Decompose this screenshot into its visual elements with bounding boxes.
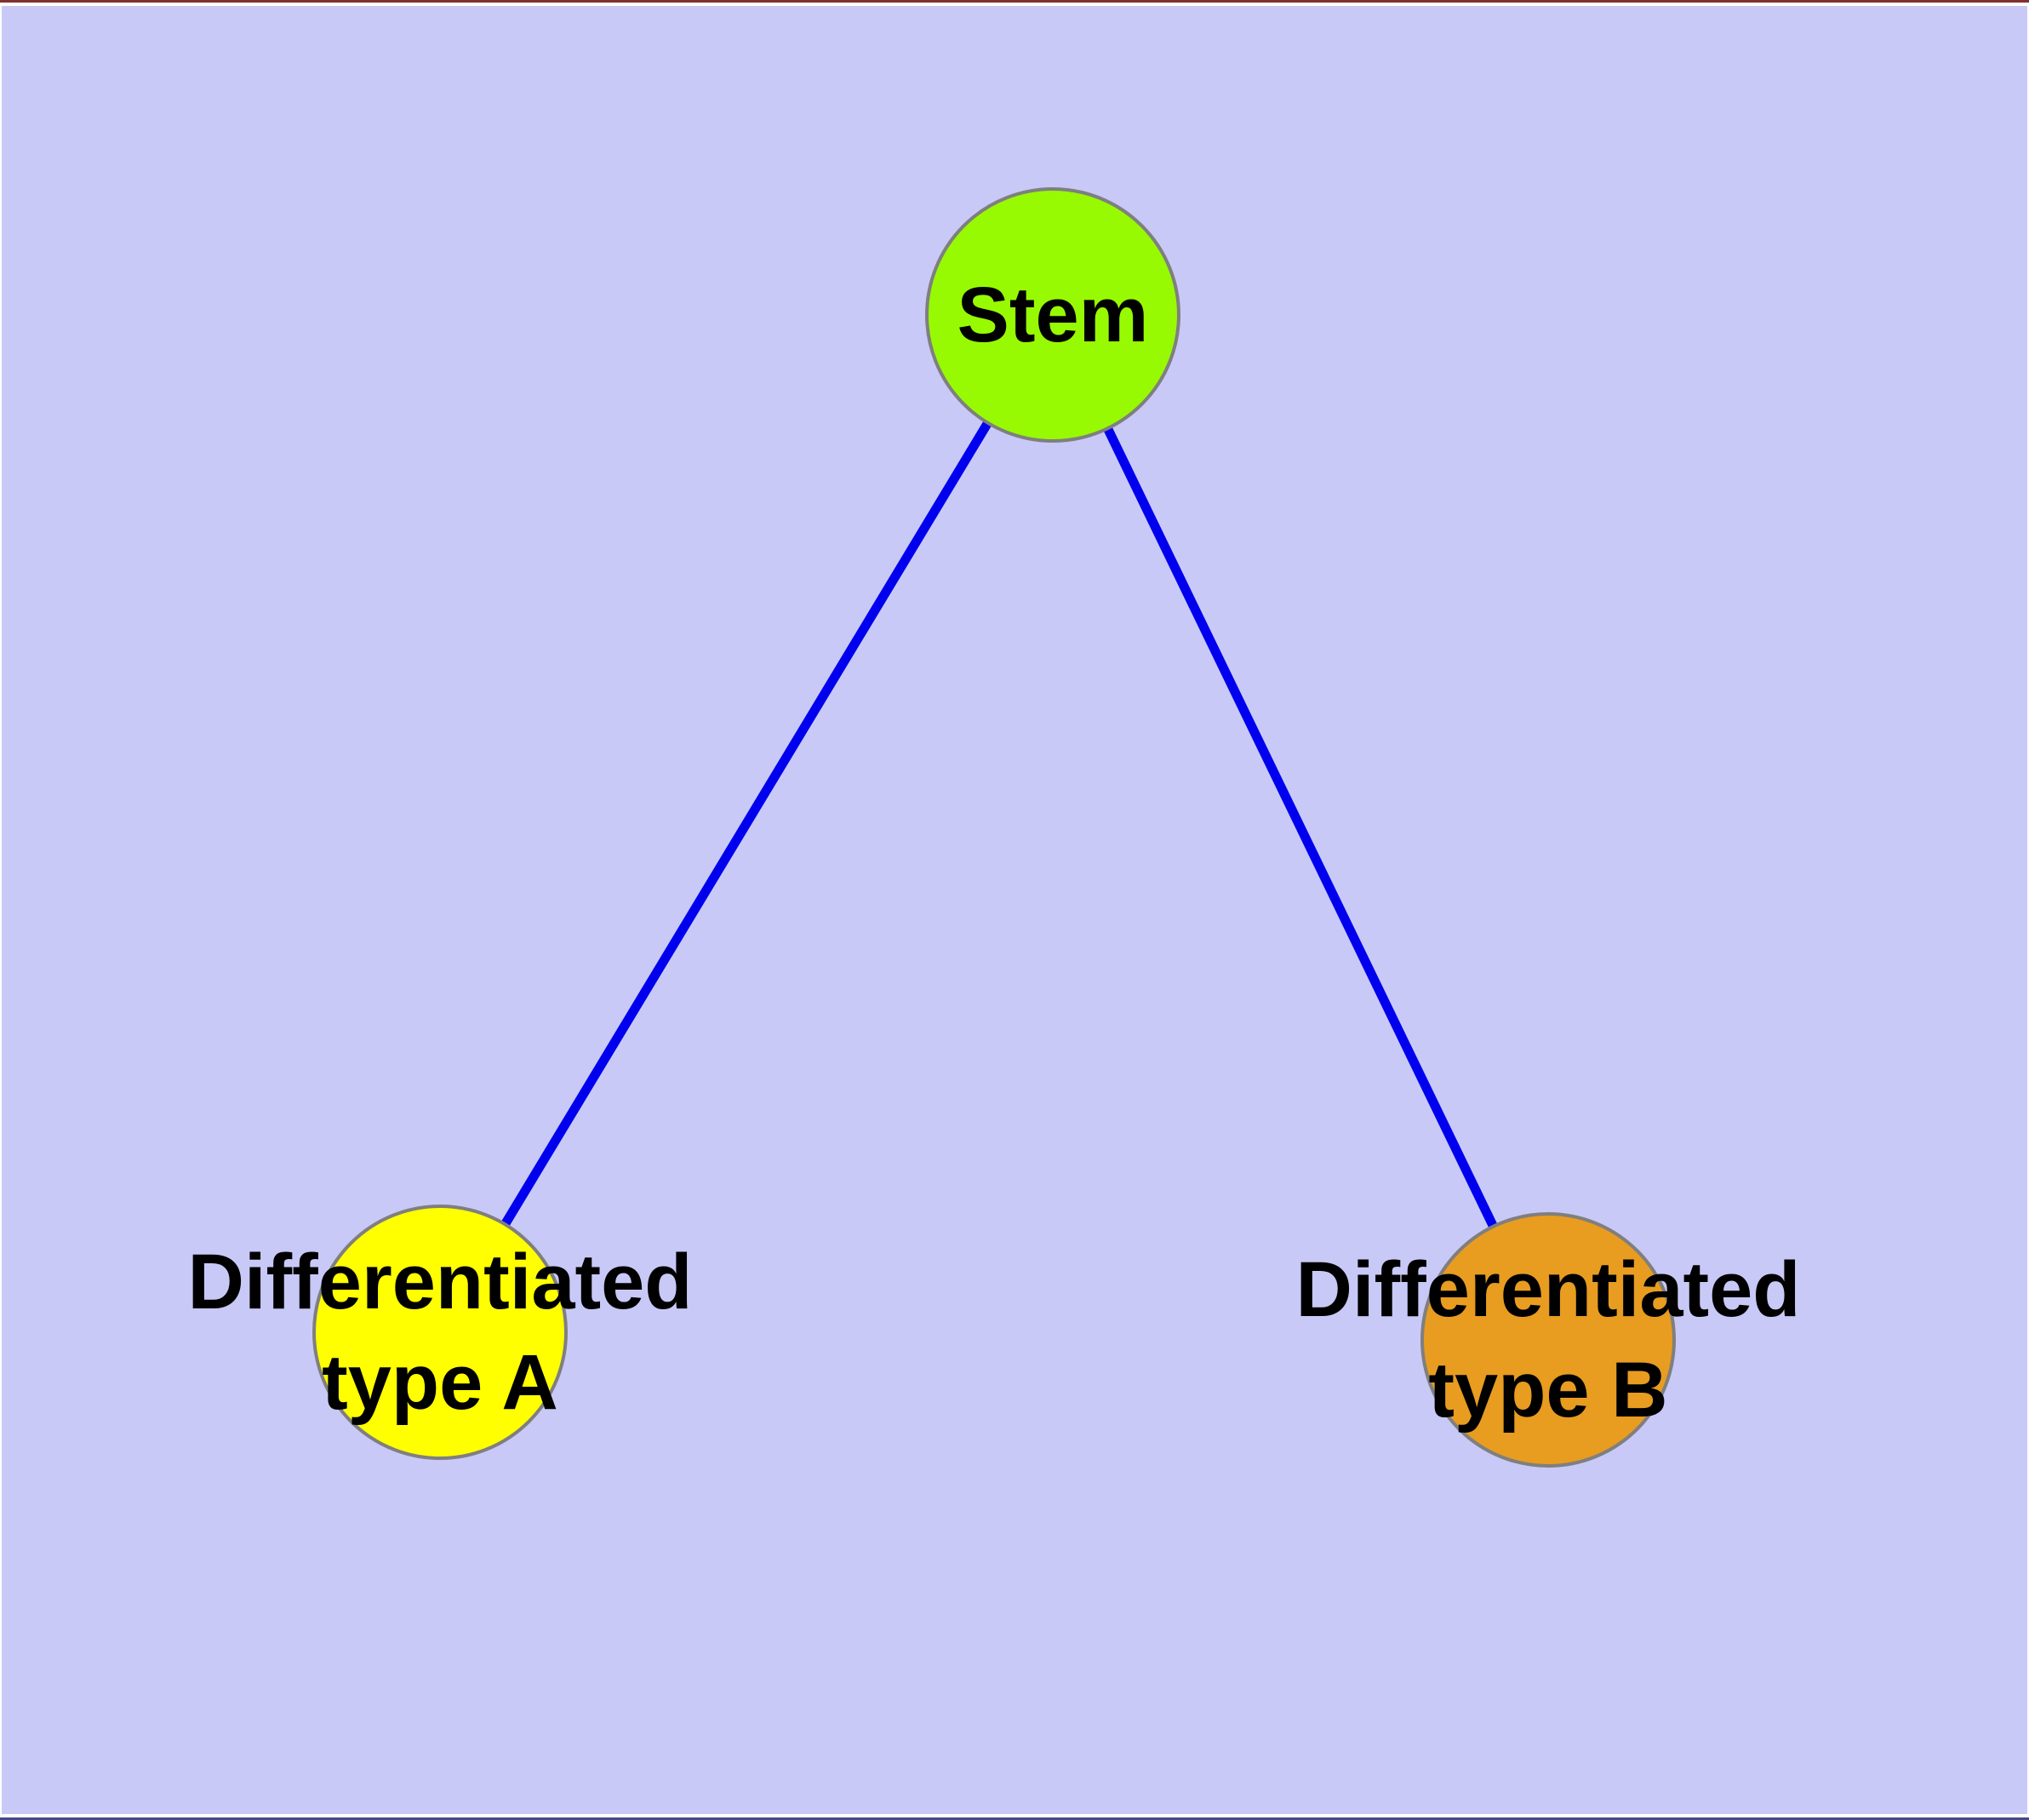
edge-stem-to-type-a xyxy=(436,312,1057,1335)
node-differentiated-type-a[interactable] xyxy=(312,1205,568,1460)
diagram-canvas: Stem Differentiated type A Differentiate… xyxy=(2,6,2027,1814)
node-b-label-line-1: Differentiated xyxy=(1295,1246,1801,1333)
window-bottom-edge xyxy=(0,1817,2029,1820)
node-stem-label: Stem xyxy=(957,272,1149,358)
node-b-label: Differentiated type B xyxy=(1208,1239,1889,1440)
node-a-label-line-1: Differentiated xyxy=(187,1239,693,1325)
window-top-edge xyxy=(0,0,2029,3)
edge-stem-to-type-b xyxy=(1049,312,1552,1342)
node-differentiated-type-b[interactable] xyxy=(1420,1212,1676,1468)
edges-layer xyxy=(436,312,1552,1342)
node-a-label-line-2: type A xyxy=(322,1339,558,1426)
node-a-label: Differentiated type A xyxy=(100,1232,780,1433)
node-b-label-line-2: type B xyxy=(1428,1347,1668,1434)
node-stem[interactable]: Stem xyxy=(925,187,1180,443)
